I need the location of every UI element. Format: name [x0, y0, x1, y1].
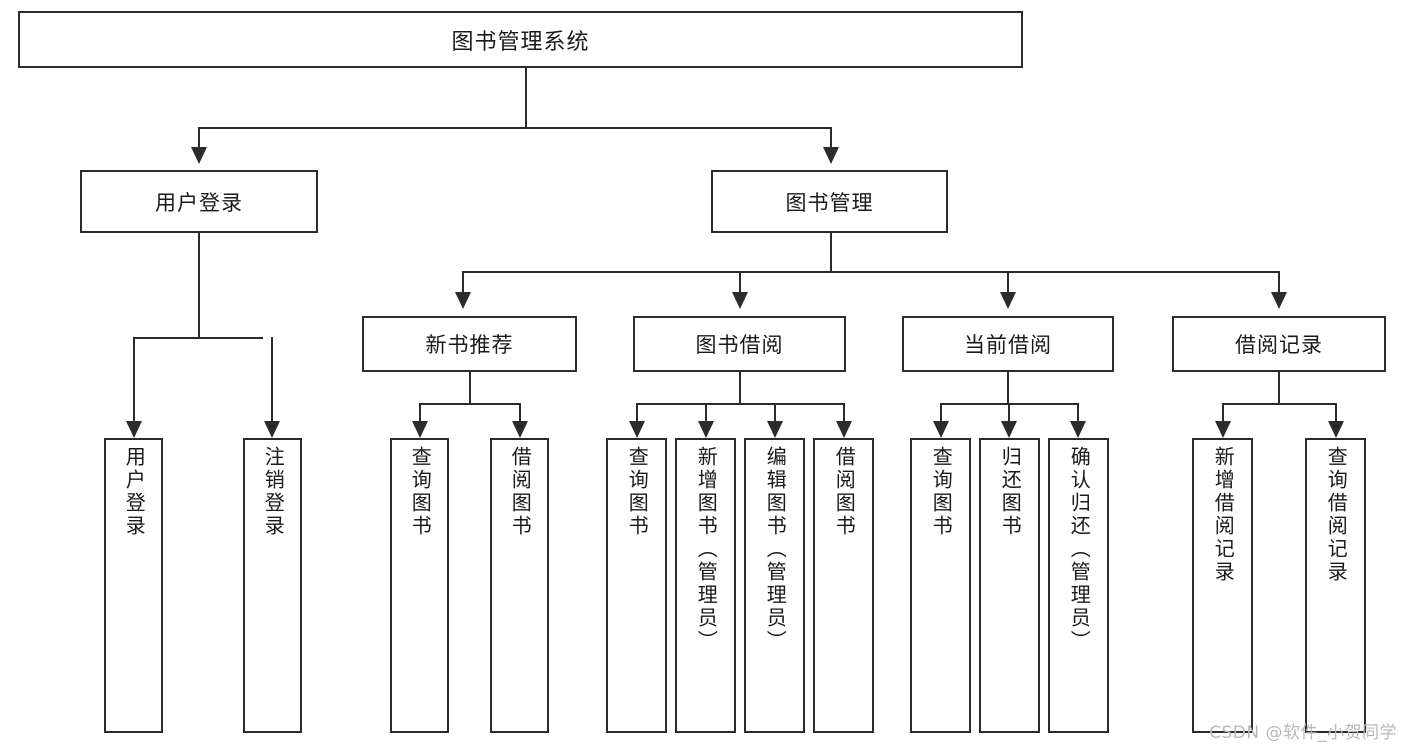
connector-bb-drop-2: [705, 403, 707, 421]
connector-cb-drop-3: [1077, 403, 1079, 421]
leaf-label: 编辑图书（管理员）: [763, 446, 788, 653]
connector-br-trunk: [1278, 372, 1280, 403]
leaf-record-query-borrow-record[interactable]: 查询借阅记录: [1305, 438, 1366, 733]
connector-bm-drop-1: [462, 271, 464, 292]
leaf-label: 归还图书: [998, 446, 1023, 538]
node-label: 图书管理: [785, 190, 874, 215]
node-current-borrow[interactable]: 当前借阅: [902, 316, 1114, 372]
connector-bm-drop-3: [1007, 271, 1009, 292]
connector-root-drop-left: [198, 127, 200, 147]
connector-br-bus: [1222, 403, 1337, 405]
leaf-label: 查询借阅记录: [1324, 446, 1349, 584]
connector-user-login-drop-1: [133, 337, 135, 421]
leaf-label: 确认归还（管理员）: [1067, 446, 1092, 653]
arrow-to-cb-leaf-2: [1001, 421, 1017, 438]
connector-user-login-drop-2: [271, 337, 273, 421]
arrow-to-nbr-leaf-1: [412, 421, 428, 438]
leaf-label: 查询图书: [408, 446, 433, 538]
connector-bb-drop-3: [774, 403, 776, 421]
arrow-to-current-borrow: [1000, 292, 1016, 309]
arrow-to-br-leaf-2: [1328, 421, 1344, 438]
arrow-to-new-book-recommend: [455, 292, 471, 309]
node-new-book-recommend[interactable]: 新书推荐: [362, 316, 577, 372]
leaf-user-login-logout[interactable]: 注销登录: [243, 438, 302, 733]
connector-bm-drop-2: [739, 271, 741, 292]
connector-cb-drop-1: [940, 403, 942, 421]
leaf-record-add-borrow-record[interactable]: 新增借阅记录: [1192, 438, 1253, 733]
connector-bb-trunk: [739, 372, 741, 403]
leaf-borrow-add-book-admin[interactable]: 新增图书（管理员）: [675, 438, 736, 733]
leaf-new-book-borrow[interactable]: 借阅图书: [490, 438, 549, 733]
node-label: 图书借阅: [695, 333, 784, 357]
leaf-label: 借阅图书: [832, 446, 857, 538]
connector-br-drop-2: [1335, 403, 1337, 421]
leaf-user-login-login[interactable]: 用户登录: [104, 438, 163, 733]
leaf-label: 新增借阅记录: [1211, 446, 1236, 584]
arrow-to-borrow-record: [1271, 292, 1287, 309]
connector-root-trunk: [525, 68, 527, 127]
node-label: 新书推荐: [425, 333, 514, 357]
leaf-label: 注销登录: [261, 446, 286, 538]
connector-br-drop-1: [1222, 403, 1224, 421]
connector-nbr-trunk: [469, 372, 471, 403]
node-label: 用户登录: [155, 190, 243, 215]
leaf-current-return-book[interactable]: 归还图书: [979, 438, 1040, 733]
node-label: 图书管理系统: [451, 29, 590, 55]
arrow-to-leaf-user-login: [126, 421, 142, 438]
leaf-label: 新增图书（管理员）: [694, 446, 719, 653]
leaf-label: 用户登录: [122, 446, 147, 538]
connector-bb-drop-1: [636, 403, 638, 421]
connector-nbr-drop-2: [519, 403, 521, 421]
connector-user-login-bus: [133, 337, 263, 339]
connector-cb-trunk: [1007, 372, 1009, 403]
leaf-label: 借阅图书: [508, 446, 533, 538]
arrow-to-br-leaf-1: [1215, 421, 1231, 438]
connector-user-login-trunk: [198, 233, 200, 337]
leaf-label: 查询图书: [625, 446, 650, 538]
arrow-to-bb-leaf-1: [629, 421, 645, 438]
arrow-to-book-borrow: [732, 292, 748, 309]
connector-cb-drop-2: [1008, 403, 1010, 421]
arrow-to-cb-leaf-3: [1070, 421, 1086, 438]
leaf-label: 查询图书: [929, 446, 954, 538]
arrow-to-bb-leaf-3: [767, 421, 783, 438]
leaf-borrow-borrow-book[interactable]: 借阅图书: [813, 438, 874, 733]
leaf-current-query-book[interactable]: 查询图书: [910, 438, 971, 733]
connector-bm-drop-4: [1278, 271, 1280, 292]
node-user-login[interactable]: 用户登录: [80, 170, 318, 233]
node-borrow-record[interactable]: 借阅记录: [1172, 316, 1386, 372]
arrow-to-nbr-leaf-2: [512, 421, 528, 438]
connector-book-management-trunk: [830, 233, 832, 271]
node-label: 当前借阅: [964, 333, 1052, 357]
node-book-management[interactable]: 图书管理: [711, 170, 948, 233]
arrow-to-bb-leaf-2: [698, 421, 714, 438]
node-label: 借阅记录: [1235, 333, 1323, 357]
connector-bb-drop-4: [843, 403, 845, 421]
leaf-borrow-edit-book-admin[interactable]: 编辑图书（管理员）: [744, 438, 805, 733]
arrow-to-bb-leaf-4: [836, 421, 852, 438]
arrow-to-user-login: [191, 147, 207, 164]
connector-root-bus: [198, 127, 832, 129]
leaf-new-book-query[interactable]: 查询图书: [390, 438, 449, 733]
connector-bb-bus: [636, 403, 844, 405]
connector-root-drop-right: [830, 127, 832, 147]
arrow-to-cb-leaf-1: [933, 421, 949, 438]
node-root-library-system[interactable]: 图书管理系统: [18, 11, 1023, 68]
connector-book-management-bus: [462, 271, 1278, 273]
leaf-borrow-query-book[interactable]: 查询图书: [606, 438, 667, 733]
connector-nbr-drop-1: [419, 403, 421, 421]
arrow-to-leaf-logout: [264, 421, 280, 438]
connector-nbr-bus: [419, 403, 521, 405]
node-book-borrow[interactable]: 图书借阅: [633, 316, 846, 372]
leaf-current-confirm-return-admin[interactable]: 确认归还（管理员）: [1048, 438, 1109, 733]
arrow-to-book-management: [823, 147, 839, 164]
